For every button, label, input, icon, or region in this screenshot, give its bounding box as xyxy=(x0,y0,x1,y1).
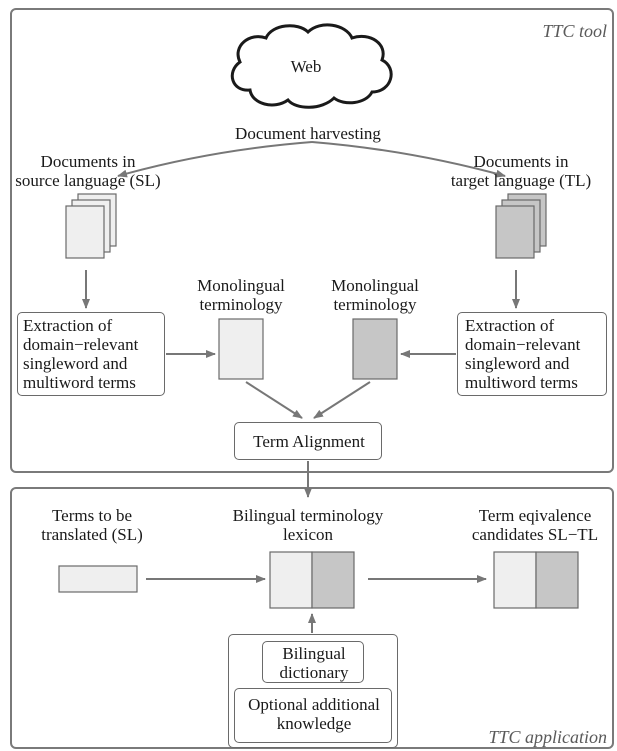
web-label: Web xyxy=(290,57,322,76)
harvest-arrow-right xyxy=(311,141,506,178)
mono-sl-line1: Monolingual xyxy=(197,276,285,295)
arrow-mono-tl-to-alignment xyxy=(313,381,371,419)
extraction-tl-line1: Extraction of xyxy=(465,316,555,335)
extraction-box-tl: Extraction of domain−relevant singleword… xyxy=(457,312,607,396)
source-documents-icon xyxy=(65,193,117,259)
extraction-tl-line4: multiword terms xyxy=(465,373,578,392)
web-cloud-icon xyxy=(230,23,393,109)
extraction-sl-line4: multiword terms xyxy=(23,373,136,392)
extraction-sl-line3: singleword and xyxy=(23,354,128,373)
dictionary-line1: Bilingual xyxy=(282,644,346,663)
target-documents-label-line2: target language (TL) xyxy=(450,171,592,190)
term-alignment-box: Term Alignment xyxy=(234,422,382,460)
optional-knowledge-box: Optional additional knowledge xyxy=(234,688,392,743)
source-documents-label-line2: source language (SL) xyxy=(15,171,161,190)
bilingual-lexicon-label: Bilingual terminology lexicon xyxy=(218,506,398,544)
terms-to-translate-icon xyxy=(58,565,138,593)
terms-to-translate-label: Terms to be translated (SL) xyxy=(32,506,152,544)
source-documents-label: Documents in source language (SL) xyxy=(2,152,174,190)
dictionary-line2: dictionary xyxy=(279,663,349,682)
monolingual-terminology-tl-label: Monolingual terminology xyxy=(316,276,434,314)
term-candidates-icon xyxy=(493,551,579,609)
ttc-application-panel xyxy=(10,487,614,749)
extraction-tl-line3: singleword and xyxy=(465,354,570,373)
target-documents-label: Documents in target language (TL) xyxy=(428,152,614,190)
term-candidates-label: Term eqivalence candidates SL−TL xyxy=(450,506,617,544)
target-documents-icon xyxy=(495,193,547,259)
bilingual-lexicon-icon xyxy=(269,551,355,609)
ttc-tool-label: TTC tool xyxy=(542,21,607,41)
lexicon-line2: lexicon xyxy=(282,525,334,544)
target-documents-label-line1: Documents in xyxy=(473,152,569,171)
term-alignment-label: Term Alignment xyxy=(253,432,365,451)
document-harvesting-label: Document harvesting xyxy=(235,124,381,143)
arrow-mono-sl-to-alignment xyxy=(245,381,303,419)
monolingual-terminology-sl-icon xyxy=(218,318,264,380)
knowledge-line2: knowledge xyxy=(276,714,352,733)
harvest-arrow-left xyxy=(117,141,313,178)
monolingual-terminology-sl-label: Monolingual terminology xyxy=(182,276,300,314)
terms-line2: translated (SL) xyxy=(41,525,143,544)
extraction-sl-line1: Extraction of xyxy=(23,316,113,335)
mono-sl-line2: terminology xyxy=(199,295,283,314)
lexicon-line1: Bilingual terminology xyxy=(232,506,384,525)
bilingual-dictionary-box: Bilingual dictionary xyxy=(262,641,364,683)
dictionary-label: Bilingual dictionary xyxy=(263,644,365,682)
extraction-sl-line2: domain−relevant xyxy=(23,335,139,354)
candidates-line2: candidates SL−TL xyxy=(471,525,599,544)
ttc-application-label: TTC application xyxy=(488,727,607,747)
extraction-box-sl: Extraction of domain−relevant singleword… xyxy=(17,312,165,396)
candidates-line1: Term eqivalence xyxy=(478,506,592,525)
terms-line1: Terms to be xyxy=(51,506,132,525)
source-documents-label-line1: Documents in xyxy=(40,152,136,171)
extraction-tl-line2: domain−relevant xyxy=(465,335,581,354)
knowledge-line1: Optional additional xyxy=(248,695,380,714)
knowledge-label: Optional additional knowledge xyxy=(235,695,393,733)
ttc-tool-panel xyxy=(10,8,614,473)
mono-tl-line2: terminology xyxy=(333,295,417,314)
mono-tl-line1: Monolingual xyxy=(331,276,419,295)
monolingual-terminology-tl-icon xyxy=(352,318,398,380)
